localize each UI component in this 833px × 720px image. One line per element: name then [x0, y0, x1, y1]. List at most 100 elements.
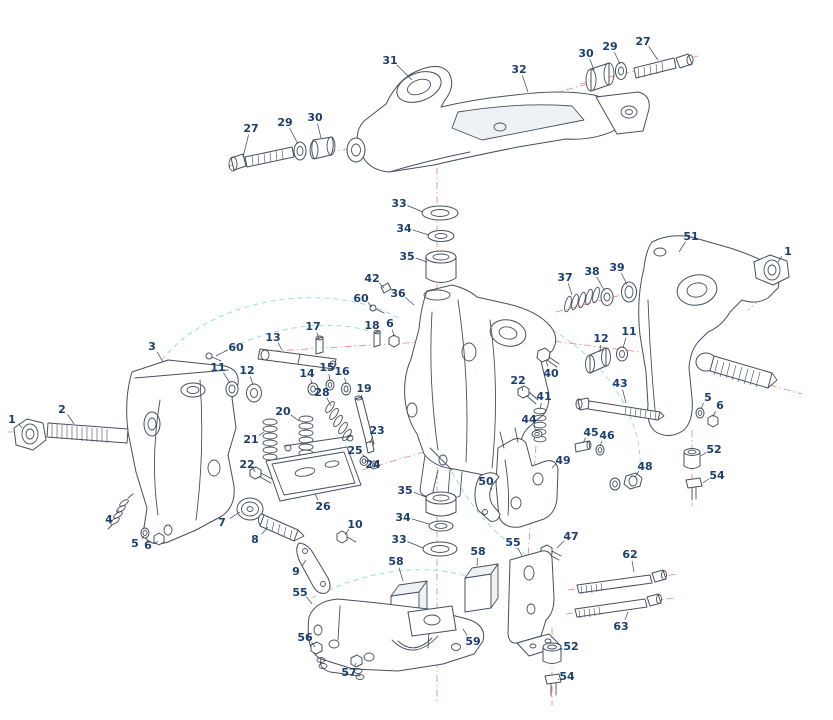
part-bolt-48 [609, 472, 643, 491]
callout-label-28: 28 [314, 386, 329, 399]
callout-leader-11 [622, 337, 627, 349]
part-nut-6-left [153, 532, 165, 546]
callout-label-9: 9 [292, 565, 300, 578]
callout-leader-54 [557, 678, 560, 681]
part-bolt-40 [536, 347, 560, 368]
part-washer-25 [370, 460, 378, 470]
callout-leader-25 [361, 453, 372, 463]
callout-label-18: 18 [364, 319, 379, 332]
callout-label-39: 39 [609, 261, 624, 274]
part-washer-11-left [225, 381, 239, 397]
callout-label-22: 22 [510, 374, 525, 387]
callout-leader-20 [290, 414, 300, 422]
callout-label-5: 5 [704, 391, 712, 404]
callout-leader-19 [360, 394, 363, 401]
callout-label-10: 10 [347, 518, 363, 531]
callout-label-8: 8 [251, 533, 259, 546]
part-washer-14 [307, 382, 319, 396]
callout-label-21: 21 [243, 433, 258, 446]
part-clamp-55-right [507, 550, 562, 657]
callout-label-7: 7 [218, 516, 226, 529]
callout-leader-2 [67, 414, 75, 425]
callout-label-50: 50 [478, 475, 494, 488]
part-screw-60-left [205, 352, 222, 362]
part-right-knuckle [638, 235, 780, 436]
callout-label-1: 1 [784, 245, 792, 258]
part-fastener-56 [310, 641, 328, 669]
part-washer-29-left [293, 141, 307, 161]
callout-label-33: 33 [391, 533, 406, 546]
callout-leader-36 [404, 296, 415, 306]
part-block-58-right [464, 563, 499, 613]
part-washer-5-right [695, 407, 705, 419]
callout-label-60: 60 [228, 341, 244, 354]
part-pin-23 [365, 440, 375, 454]
callout-leader-39 [621, 272, 628, 286]
part-pin-18 [373, 329, 381, 348]
part-washer-44 [531, 430, 543, 438]
part-washer-46 [595, 444, 605, 456]
callout-leader-22 [253, 468, 256, 473]
part-bolt-63 [574, 593, 662, 619]
callout-label-22: 22 [239, 458, 254, 471]
callout-leader-48 [634, 471, 640, 478]
callout-leader-35 [413, 491, 427, 498]
callout-label-2: 2 [58, 403, 66, 416]
callout-leader-3 [156, 351, 164, 363]
part-washer-33-bottom [422, 541, 458, 557]
callout-label-24: 24 [365, 458, 381, 471]
callout-leader-26 [314, 493, 319, 501]
callout-label-47: 47 [563, 530, 578, 543]
callout-leader-51 [678, 241, 686, 253]
part-bolt-22-left [249, 466, 273, 484]
callout-leader-52 [700, 452, 707, 457]
callout-label-58: 58 [470, 545, 485, 558]
callout-leader-33 [407, 205, 424, 213]
callout-leader-63 [624, 611, 629, 620]
part-pin-8 [258, 513, 305, 542]
part-washer-38 [600, 288, 614, 306]
part-bushing-52-bottom [542, 642, 562, 664]
callout-label-57: 57 [341, 666, 356, 679]
callout-label-13: 13 [265, 331, 280, 344]
callout-leader-54 [702, 478, 710, 484]
callout-leader-30 [589, 59, 595, 71]
callout-label-30: 30 [307, 111, 323, 124]
part-pin-42 [380, 282, 392, 294]
callout-leader-6 [712, 410, 716, 418]
callout-label-55: 55 [292, 586, 307, 599]
callout-label-11: 11 [210, 361, 225, 374]
callout-leader-30 [317, 123, 322, 139]
callout-label-45: 45 [583, 426, 598, 439]
callout-label-6: 6 [716, 399, 724, 412]
callout-label-51: 51 [683, 230, 698, 243]
part-bolt-27-right [633, 53, 694, 79]
part-pin-17 [315, 335, 324, 355]
callout-leader-37 [567, 283, 573, 296]
part-nut-6-mid [388, 334, 400, 348]
part-bolt-54-bottom [544, 673, 562, 697]
callout-label-16: 16 [334, 365, 350, 378]
callout-leader-45 [582, 437, 587, 444]
callout-label-5: 5 [131, 537, 139, 550]
callout-label-38: 38 [584, 265, 599, 278]
callout-leader-46 [599, 440, 603, 447]
callout-label-14: 14 [299, 367, 315, 380]
callout-leader-44 [533, 424, 537, 432]
part-link-9 [296, 542, 331, 594]
callout-label-37: 37 [557, 271, 572, 284]
callout-leader-12 [249, 376, 254, 386]
part-left-bracket [126, 359, 239, 545]
callout-label-34: 34 [396, 222, 412, 235]
callout-label-52: 52 [706, 443, 721, 456]
part-bolt-27-left [228, 146, 295, 172]
callout-label-54: 54 [559, 670, 575, 683]
part-bracket-49 [495, 427, 559, 528]
callout-label-42: 42 [364, 272, 379, 285]
part-washer-12-left [246, 383, 262, 403]
callout-leader-38 [596, 276, 605, 291]
part-bushing-30-left [309, 136, 336, 160]
part-washer-33-top [421, 205, 459, 221]
